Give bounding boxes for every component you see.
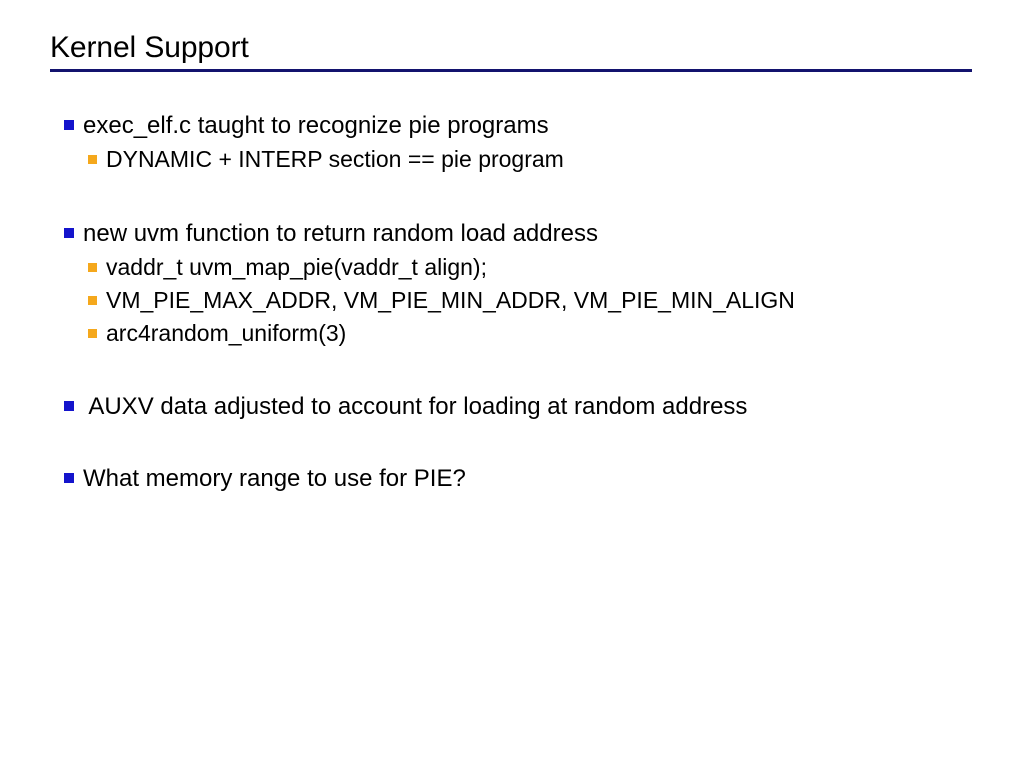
bullet-item: What memory range to use for PIE? [0,463,1024,497]
square-bullet-icon [64,473,74,483]
square-bullet-icon [88,263,97,272]
bullet-text: VM_PIE_MAX_ADDR, VM_PIE_MIN_ADDR, VM_PIE… [106,287,795,313]
bullet-text: AUXV data adjusted to account for loadin… [83,393,748,420]
bullet-item: arc4random_uniform(3) [0,318,1024,351]
bullet-item: exec_elf.c taught to recognize pie progr… [0,110,1024,144]
bullet-item: new uvm function to return random load a… [0,218,1024,252]
square-bullet-icon [88,329,97,338]
page-title: Kernel Support [50,31,249,64]
bullet-text: vaddr_t uvm_map_pie(vaddr_t align); [106,254,487,280]
bullet-text: arc4random_uniform(3) [106,320,347,346]
square-bullet-icon [64,401,74,411]
bullet-text: exec_elf.c taught to recognize pie progr… [83,112,549,139]
bullet-item: vaddr_t uvm_map_pie(vaddr_t align); [0,252,1024,285]
bullet-item: VM_PIE_MAX_ADDR, VM_PIE_MIN_ADDR, VM_PIE… [0,285,1024,318]
group-spacer [0,351,1024,391]
slide-title-block: Kernel Support [50,30,974,66]
square-bullet-icon [88,296,97,305]
bullet-text: DYNAMIC + INTERP section == pie program [106,146,564,172]
square-bullet-icon [88,155,97,164]
bullet-text: What memory range to use for PIE? [83,465,466,492]
slide-body: exec_elf.c taught to recognize pie progr… [0,110,1024,497]
group-spacer [0,425,1024,463]
bullet-text: new uvm function to return random load a… [83,220,598,247]
bullet-item: DYNAMIC + INTERP section == pie program [0,144,1024,177]
bullet-item: AUXV data adjusted to account for loadin… [0,391,1024,425]
group-spacer [0,177,1024,218]
title-underline-rule [50,69,972,72]
square-bullet-icon [64,120,74,130]
square-bullet-icon [64,228,74,238]
